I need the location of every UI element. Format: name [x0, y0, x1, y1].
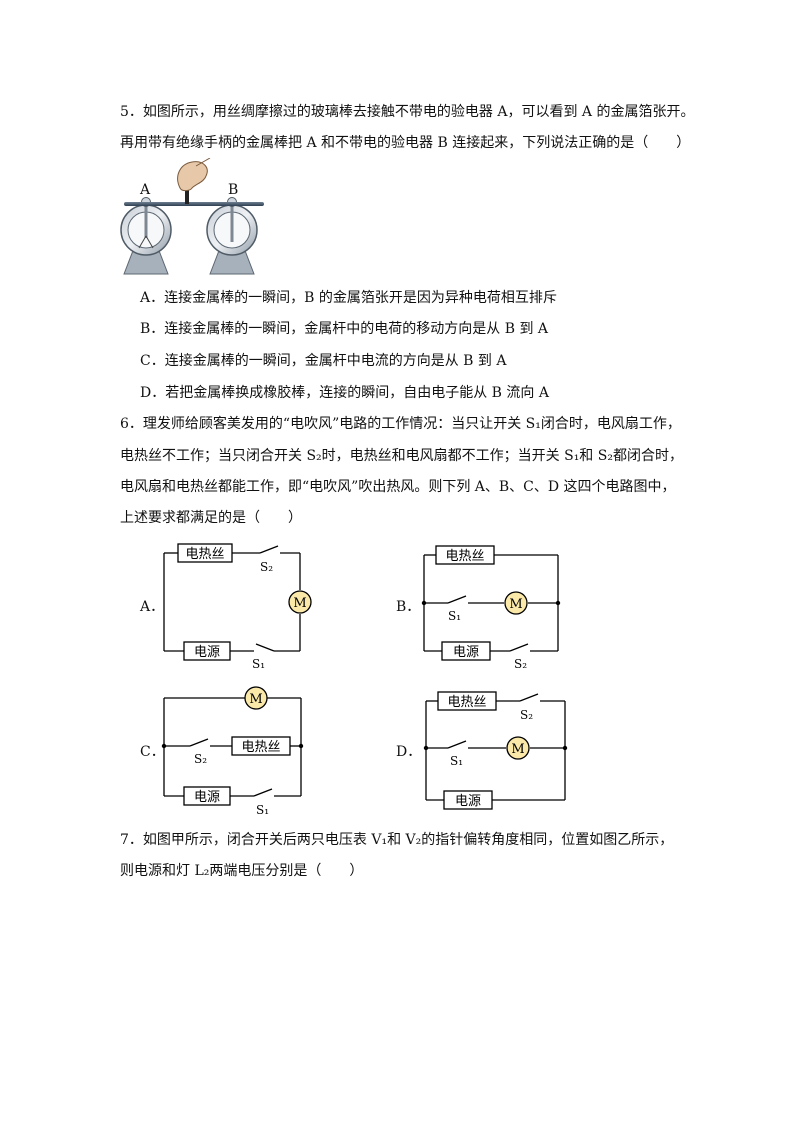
source-label: 电源	[455, 794, 481, 809]
q5-stem-line1: 5．如图所示，用丝绸摩擦过的玻璃棒去接触不带电的验电器 A，可以看到 A 的金属…	[120, 104, 695, 120]
heater-box	[437, 691, 497, 711]
source-box	[443, 790, 493, 810]
heater-label: 电热丝	[185, 547, 224, 562]
switch-s1-label: S₁	[256, 803, 269, 817]
electroscope-a-label: A	[139, 182, 151, 198]
motor-icon	[506, 736, 530, 760]
source-label: 电源	[194, 645, 220, 660]
motor-label: M	[511, 742, 524, 757]
heater-label: 电热丝	[241, 740, 280, 755]
q6-stem-line2: 电热丝不工作；当只闭合开关 S₂时，电热丝和电风扇都不工作；当开关 S₁和 S₂…	[120, 448, 683, 464]
q5-stem-line2: 再用带有绝缘手柄的金属棒把 A 和不带电的验电器 B 连接起来，下列说法正确的是…	[120, 135, 691, 151]
heater-box	[177, 543, 233, 563]
q6-stem-line4: 上述要求都满足的是（ ）	[120, 510, 302, 526]
q6-stem-line1: 6．理发师给顾客美发用的“电吹风”电路的工作情况：当只让开关 S₁闭合时，电风扇…	[120, 416, 681, 432]
heater-label: 电热丝	[447, 695, 486, 710]
electroscope-b	[206, 197, 258, 275]
hand-icon	[177, 158, 211, 204]
motor-icon	[504, 591, 528, 615]
motor-icon	[244, 686, 268, 710]
q5-option-d[interactable]: D．若把金属棒换成橡胶棒，连接的瞬间，自由电子能从 B 流向 A	[140, 385, 549, 401]
motor-label: M	[293, 596, 306, 611]
source-box	[183, 641, 231, 661]
heater-box	[435, 545, 495, 565]
switch-s1-label: S₁	[448, 609, 461, 623]
switch-s2-label: S₂	[520, 708, 533, 722]
source-label: 电源	[194, 790, 220, 805]
motor-icon	[288, 590, 312, 614]
heater-label: 电热丝	[445, 549, 484, 564]
switch-s2-label: S₂	[194, 752, 207, 766]
circuit-a[interactable]: 电热丝 S₂ M 电源 S₁	[160, 540, 320, 675]
circuit-d[interactable]: 电热丝 S₂ S₁ M 电源	[420, 683, 570, 813]
q5-option-c[interactable]: C．连接金属棒的一瞬间，金属杆中电流的方向是从 B 到 A	[140, 353, 507, 369]
metal-rod	[124, 202, 264, 206]
q7-stem-line1: 7．如图甲所示，闭合开关后两只电压表 V₁和 V₂的指针偏转角度相同，位置如图乙…	[120, 832, 674, 848]
switch-s2-label: S₂	[514, 657, 527, 671]
source-box	[183, 786, 231, 806]
q5-option-b[interactable]: B．连接金属棒的一瞬间，金属杆中的电荷的移动方向是从 B 到 A	[140, 321, 549, 337]
motor-label: M	[249, 692, 262, 707]
switch-s1-label: S₁	[252, 657, 265, 671]
electroscope-b-label: B	[228, 182, 238, 198]
electroscope-a	[120, 197, 172, 275]
q5-option-a[interactable]: A．连接金属棒的一瞬间，B 的金属箔张开是因为异种电荷相互排斥	[140, 290, 557, 306]
circuit-c-label[interactable]: C．	[140, 744, 165, 760]
q7-stem-line2: 则电源和灯 L₂两端电压分别是（ ）	[120, 863, 364, 879]
switch-s1-label: S₁	[450, 754, 463, 768]
source-box	[441, 641, 491, 661]
circuit-c[interactable]: M S₂ 电热丝 电源 S₁	[160, 683, 320, 823]
motor-label: M	[509, 597, 522, 612]
source-label: 电源	[453, 645, 479, 660]
circuit-d-label[interactable]: D．	[396, 744, 422, 760]
heater-box	[231, 736, 291, 756]
circuit-a-label[interactable]: A．	[140, 599, 165, 615]
q6-stem-line3: 电风扇和电热丝都能工作，即“电吹风”吹出热风。则下列 A、B、C、D 这四个电路…	[120, 479, 676, 495]
circuit-b-label[interactable]: B．	[396, 599, 421, 615]
circuit-b[interactable]: 电热丝 S₁ M 电源 S₂	[418, 540, 568, 675]
electroscope-figure: A B	[120, 158, 264, 275]
switch-s2-label: S₂	[260, 560, 273, 574]
